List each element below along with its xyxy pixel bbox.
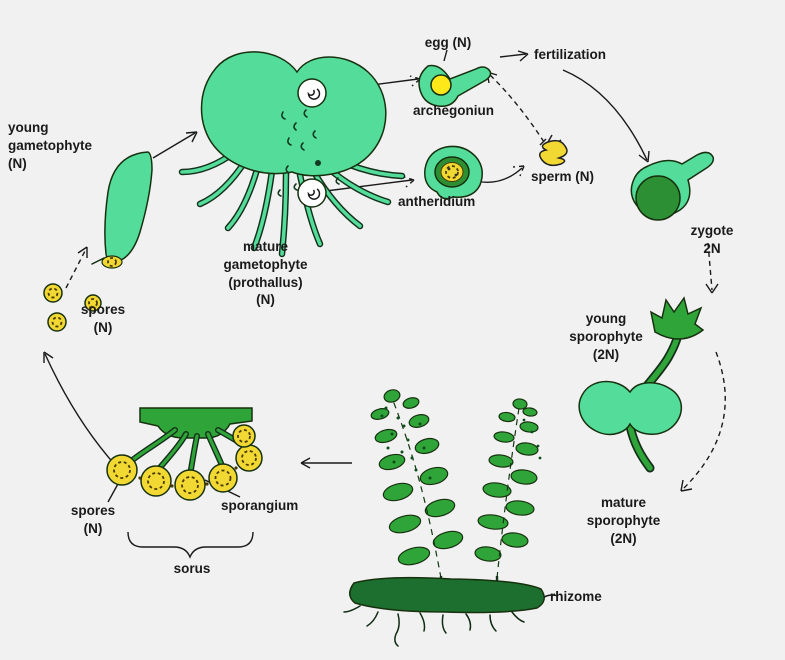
rhizome-drawing (343, 576, 545, 647)
label-archegonium: archegoniun (413, 103, 495, 118)
right-frond (474, 398, 542, 579)
label-fertilization: fertilization (534, 47, 607, 62)
young-sporophyte-drawing (578, 296, 705, 473)
label-sporangium: sporangium (221, 498, 299, 513)
zygote-drawing (630, 151, 715, 221)
sori-speckles-right (522, 418, 542, 460)
label-zygote: zygote 2N (690, 223, 734, 256)
sorus-brace (127, 531, 254, 559)
antheridium-drawing (424, 145, 483, 200)
archegonium-callout-circle (297, 78, 327, 108)
prothallus-drawing (178, 51, 406, 258)
egg-cell (430, 74, 452, 96)
mature-sporophyte-drawing (343, 389, 545, 647)
sorus-drawing (106, 407, 263, 559)
antheridium-callout-circle (297, 178, 327, 208)
label-spores-sorus: spores (N) (70, 503, 116, 536)
label-spores-released: spores (N) (80, 302, 126, 335)
young-gametophyte-drawing (91, 151, 153, 269)
antheridia-flecks (277, 160, 340, 197)
sori-speckles (380, 406, 432, 480)
label-sorus: sorus (173, 561, 211, 576)
sporangia-cluster (106, 424, 263, 501)
sperm-drawing (539, 134, 568, 167)
label-mature-sporophyte: mature sporophyte (2N) (586, 495, 661, 546)
spores-drawing (43, 283, 102, 332)
archegonia-flecks (281, 109, 317, 151)
label-sperm: sperm (N) (531, 169, 595, 184)
label-rhizome: rhizome (550, 589, 602, 604)
cycle-arrows (43, 49, 726, 600)
young-frond (649, 296, 705, 340)
label-antheridium: antheridium (398, 194, 476, 209)
left-frond (370, 389, 464, 579)
label-young-gametophyte: young gametophyte (N) (8, 120, 93, 171)
label-young-sporophyte: young sporophyte (2N) (569, 311, 643, 362)
archegonium-drawing (418, 64, 492, 108)
label-mature-gametophyte: mature gametophyte (prothallus) (N) (223, 239, 308, 308)
label-egg: egg (N) (424, 35, 472, 50)
